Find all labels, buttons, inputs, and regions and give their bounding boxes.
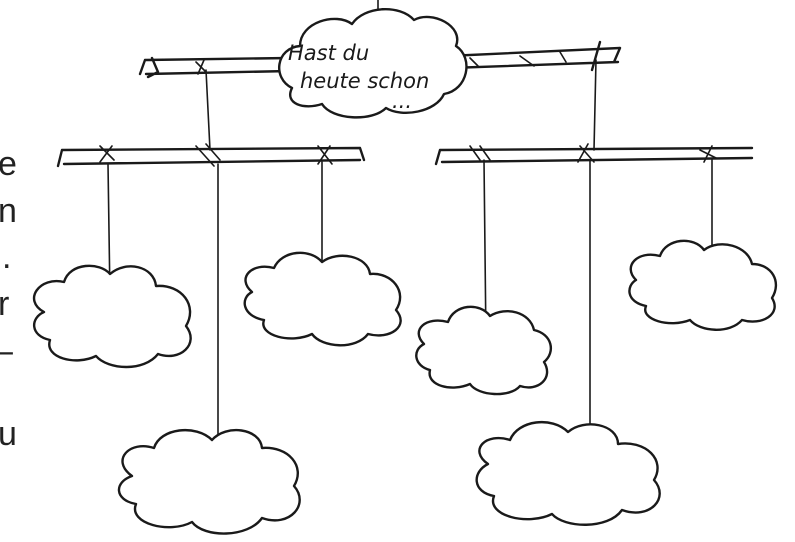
cloud-right-top	[629, 241, 775, 330]
left-stick	[58, 144, 364, 166]
center-cloud: Hast du heute schon ...	[279, 9, 466, 117]
cloud-left-top	[34, 266, 191, 367]
center-cloud-line-1: Hast du	[288, 41, 369, 65]
string-top-right	[594, 60, 596, 150]
cloud-middle-left	[245, 253, 401, 345]
fragment-char-6: u	[0, 415, 17, 453]
fragment-char-1: e	[0, 145, 17, 183]
cloud-right-bottom	[477, 422, 660, 525]
cloud-left-bottom	[119, 430, 300, 533]
fragment-char-5: –	[0, 332, 13, 370]
fragment-char-3: .	[2, 238, 11, 276]
fragment-char-4: r	[0, 285, 9, 323]
left-text-fragment: e n . r – u	[0, 145, 17, 453]
center-cloud-line-3: ...	[392, 89, 412, 113]
cloud-middle-right	[416, 307, 551, 394]
fragment-char-2: n	[0, 192, 17, 230]
cloud-strings	[104, 158, 718, 462]
string-top-left	[206, 70, 210, 150]
